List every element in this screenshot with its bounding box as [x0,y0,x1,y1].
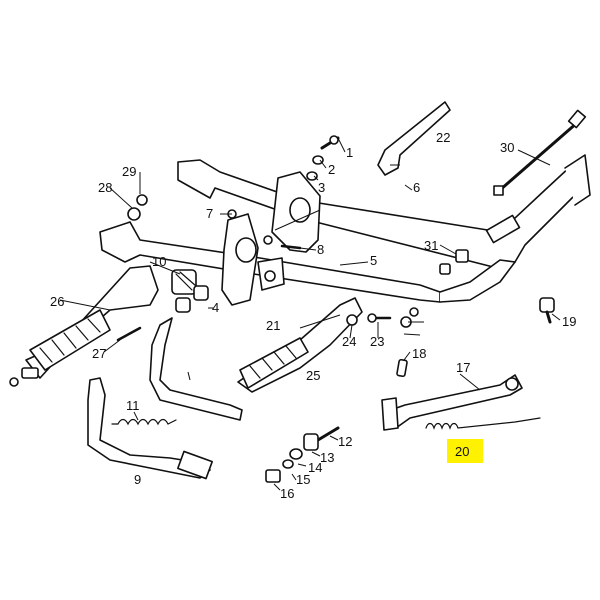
callout-14: 14 [308,460,322,475]
callout-5: 5 [370,253,377,268]
right-footrest-part-25 [237,297,363,393]
central-bracket [221,171,321,306]
callout-20: 20 [455,444,469,459]
callout-11: 11 [126,398,140,413]
side-stand-part-17 [381,358,523,431]
rubber-part-10 [171,269,209,313]
callout-24: 24 [342,334,356,349]
callout-29: 29 [122,164,136,179]
spring-part-11 [111,418,177,426]
bushings-part-31 [439,249,469,275]
callout-31: 31 [424,238,438,253]
callout-4: 4 [212,300,219,315]
callout-6: 6 [413,180,420,195]
main-frame [177,154,591,271]
callout-28: 28 [98,180,112,195]
callout-8: 8 [317,242,324,257]
callout-30: 30 [500,140,514,155]
callout-9: 9 [134,472,141,487]
callout-16: 16 [280,486,294,501]
callout-13: 13 [320,450,334,465]
callout-12: 12 [338,434,352,449]
callout-27: 27 [92,346,106,361]
callout-26: 26 [50,294,64,309]
callout-10: 10 [152,254,166,269]
nut-washer-28-29 [127,194,148,221]
callout-19: 19 [562,314,576,329]
bolt-part-1 [306,135,340,181]
callout-22: 22 [436,130,450,145]
callout-7: 7 [206,206,213,221]
leader-lines [59,137,561,491]
callout-17: 17 [456,360,470,375]
callout-25: 25 [306,368,320,383]
callout-3: 3 [318,180,325,195]
highlight-box-part-20 [447,439,483,463]
left-footrest-part-26 [9,265,159,387]
callout-18: 18 [412,346,426,361]
callout-21: 21 [266,318,280,333]
callout-23: 23 [370,334,384,349]
callout-2: 2 [328,162,335,177]
strap-part-22 [377,101,451,176]
callout-15: 15 [296,472,310,487]
hardware-23-24 [346,307,419,328]
callout-labels: 1 2 3 4 5 6 7 8 9 10 11 12 13 14 15 16 1… [50,130,576,501]
callout-1: 1 [346,145,353,160]
stand-hardware-12-16 [265,426,340,483]
spring-part-20 [425,417,541,430]
pivot-bolt-part-19 [539,297,555,324]
main-stand-part-9 [87,317,243,480]
long-bolt-part-30 [493,109,587,196]
